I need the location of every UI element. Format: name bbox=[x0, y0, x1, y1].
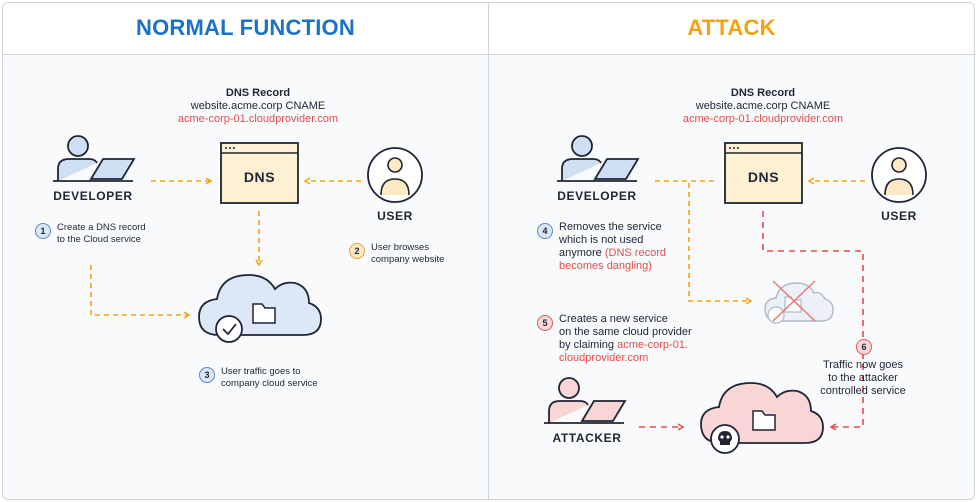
step-6-badge: 6 bbox=[856, 339, 872, 355]
step-2-badge: 2 bbox=[349, 243, 365, 259]
step-3-line1: User traffic goes to bbox=[221, 366, 301, 377]
user-label: USER bbox=[377, 209, 413, 223]
attack-header: ATTACK bbox=[489, 3, 974, 55]
dns-server-box bbox=[220, 142, 299, 204]
panel-divider bbox=[488, 3, 489, 499]
step-4-line4: becomes dangling) bbox=[559, 260, 652, 272]
step-5-line3: by claiming acme-corp-01. bbox=[559, 339, 692, 352]
step-6-line3: controlled service bbox=[820, 385, 906, 397]
step-4-line2: which is not used bbox=[559, 234, 644, 246]
deleted-cloud-icon bbox=[764, 280, 834, 324]
user-icon-attack bbox=[871, 147, 927, 203]
attacker-label: ATTACKER bbox=[552, 431, 622, 445]
dns-record-block: DNS Record website.acme.corp CNAME acme-… bbox=[153, 87, 363, 126]
dns-box-label: DNS bbox=[243, 169, 276, 185]
step-5-line1: Creates a new service bbox=[559, 313, 668, 325]
dns-record-heading: DNS Record bbox=[225, 87, 291, 99]
step-4-text: Removes the service which is not used an… bbox=[559, 221, 666, 273]
diagram-graphics bbox=[53, 135, 927, 454]
step-2-line1: User browses bbox=[371, 242, 430, 253]
step-6-line2: to the attacker bbox=[828, 372, 898, 384]
dns-record-line1-attack: website.acme.corp CNAME bbox=[695, 100, 831, 112]
step-3-text: User traffic goes to company cloud servi… bbox=[221, 366, 318, 390]
dns-record-line1: website.acme.corp CNAME bbox=[190, 100, 326, 112]
step-1-text: Create a DNS record to the Cloud service bbox=[57, 222, 146, 246]
step-6-line1: Traffic now goes bbox=[822, 359, 904, 371]
step-5-line2: on the same cloud provider bbox=[559, 326, 692, 338]
step-5-line3b: acme-corp-01. bbox=[617, 339, 688, 351]
arrow-dev-to-cloud bbox=[90, 265, 191, 319]
step-5-line3a: by claiming bbox=[559, 339, 618, 351]
step-5-line4: cloudprovider.com bbox=[559, 352, 649, 364]
step-2-line2: company website bbox=[371, 254, 445, 265]
step-6-text: Traffic now goes to the attacker control… bbox=[803, 359, 923, 398]
step-5-text: Creates a new service on the same cloud … bbox=[559, 313, 692, 365]
step-3-badge: 3 bbox=[199, 367, 215, 383]
step-1-badge: 1 bbox=[35, 223, 51, 239]
user-label-attack: USER bbox=[881, 209, 917, 223]
step-4-badge: 4 bbox=[537, 223, 553, 239]
developer-label: DEVELOPER bbox=[53, 189, 133, 203]
step-4-line3a: anymore bbox=[559, 247, 605, 259]
normal-function-title: NORMAL FUNCTION bbox=[136, 15, 355, 40]
normal-function-header: NORMAL FUNCTION bbox=[3, 3, 488, 55]
dns-record-line2-attack: acme-corp-01.cloudprovider.com bbox=[682, 113, 844, 125]
dns-record-block-attack: DNS Record website.acme.corp CNAME acme-… bbox=[658, 87, 868, 126]
step-5-badge: 5 bbox=[537, 315, 553, 331]
dns-record-line2: acme-corp-01.cloudprovider.com bbox=[177, 113, 339, 125]
step-4-line1: Removes the service bbox=[559, 221, 662, 233]
dns-record-heading-attack: DNS Record bbox=[730, 87, 796, 99]
dns-server-box-attack bbox=[724, 142, 803, 204]
skull-icon bbox=[710, 424, 740, 454]
arrow-dev-removes-service bbox=[688, 183, 753, 305]
developer-label-attack: DEVELOPER bbox=[557, 189, 637, 203]
user-icon bbox=[367, 147, 423, 203]
step-3-line2: company cloud service bbox=[221, 378, 318, 389]
dns-box-label-attack: DNS bbox=[747, 169, 780, 185]
step-1-line2: to the Cloud service bbox=[57, 234, 141, 245]
attack-title: ATTACK bbox=[687, 15, 776, 40]
cloud-service-icon bbox=[198, 274, 322, 343]
step-1-line1: Create a DNS record bbox=[57, 222, 146, 233]
developer-icon bbox=[53, 135, 136, 182]
developer-icon-attack bbox=[557, 135, 640, 182]
step-4-line3b: (DNS record bbox=[604, 247, 666, 259]
step-2-text: User browses company website bbox=[371, 242, 444, 266]
step-4-line3: anymore (DNS record bbox=[559, 247, 666, 260]
arrow-dns-to-attacker-cloud bbox=[762, 211, 864, 431]
attacker-icon bbox=[544, 377, 627, 424]
